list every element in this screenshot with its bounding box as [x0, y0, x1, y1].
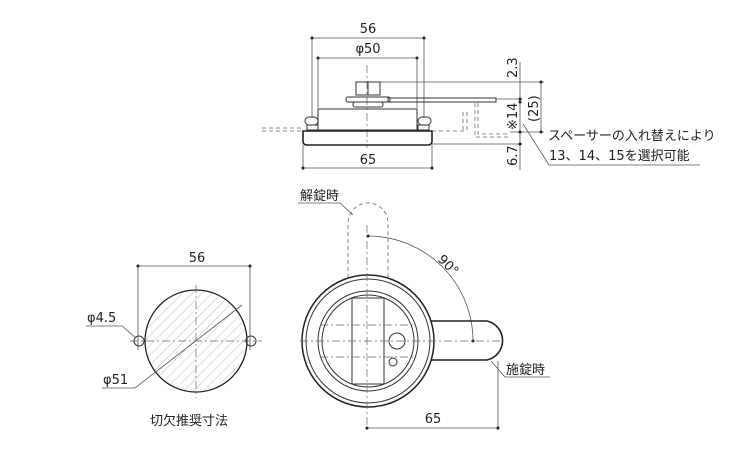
dim-phi50: φ50	[355, 42, 380, 57]
cutout-view: 56 φ4.5 φ51 切欠推奨寸法	[86, 251, 262, 429]
dim-56-cutout: 56	[189, 251, 206, 266]
dim-phi4-5: φ4.5	[87, 311, 116, 326]
lever	[387, 97, 497, 103]
label-unlocked: 解錠時	[300, 189, 339, 204]
cutout-caption: 切欠推奨寸法	[150, 413, 228, 429]
dim-65-front: 65	[425, 412, 442, 427]
note-line-1: スペーサーの入れ替えにより	[548, 129, 716, 144]
mount-hole-left	[133, 335, 145, 347]
dim-25: (25)	[527, 95, 542, 122]
note-line-2: 13、14、15を選択可能	[549, 149, 690, 164]
dim-spacer-14: ※14	[506, 103, 521, 130]
base-plate	[302, 130, 433, 146]
dim-56: 56	[360, 22, 377, 37]
mount-hole-right	[245, 335, 257, 347]
front-view: 解錠時 90° 施錠時 65	[298, 189, 550, 432]
dim-phi51: φ51	[103, 373, 128, 388]
angle-90: 90°	[434, 252, 461, 279]
dim-65-top: 65	[360, 153, 377, 168]
handle-unlocked	[347, 202, 389, 278]
handle-locked	[428, 320, 504, 361]
dim-6-7: 6.7	[506, 145, 521, 166]
label-locked: 施錠時	[506, 363, 545, 378]
dim-2-3: 2.3	[506, 57, 521, 78]
side-view: 56 φ50 65	[262, 22, 716, 170]
